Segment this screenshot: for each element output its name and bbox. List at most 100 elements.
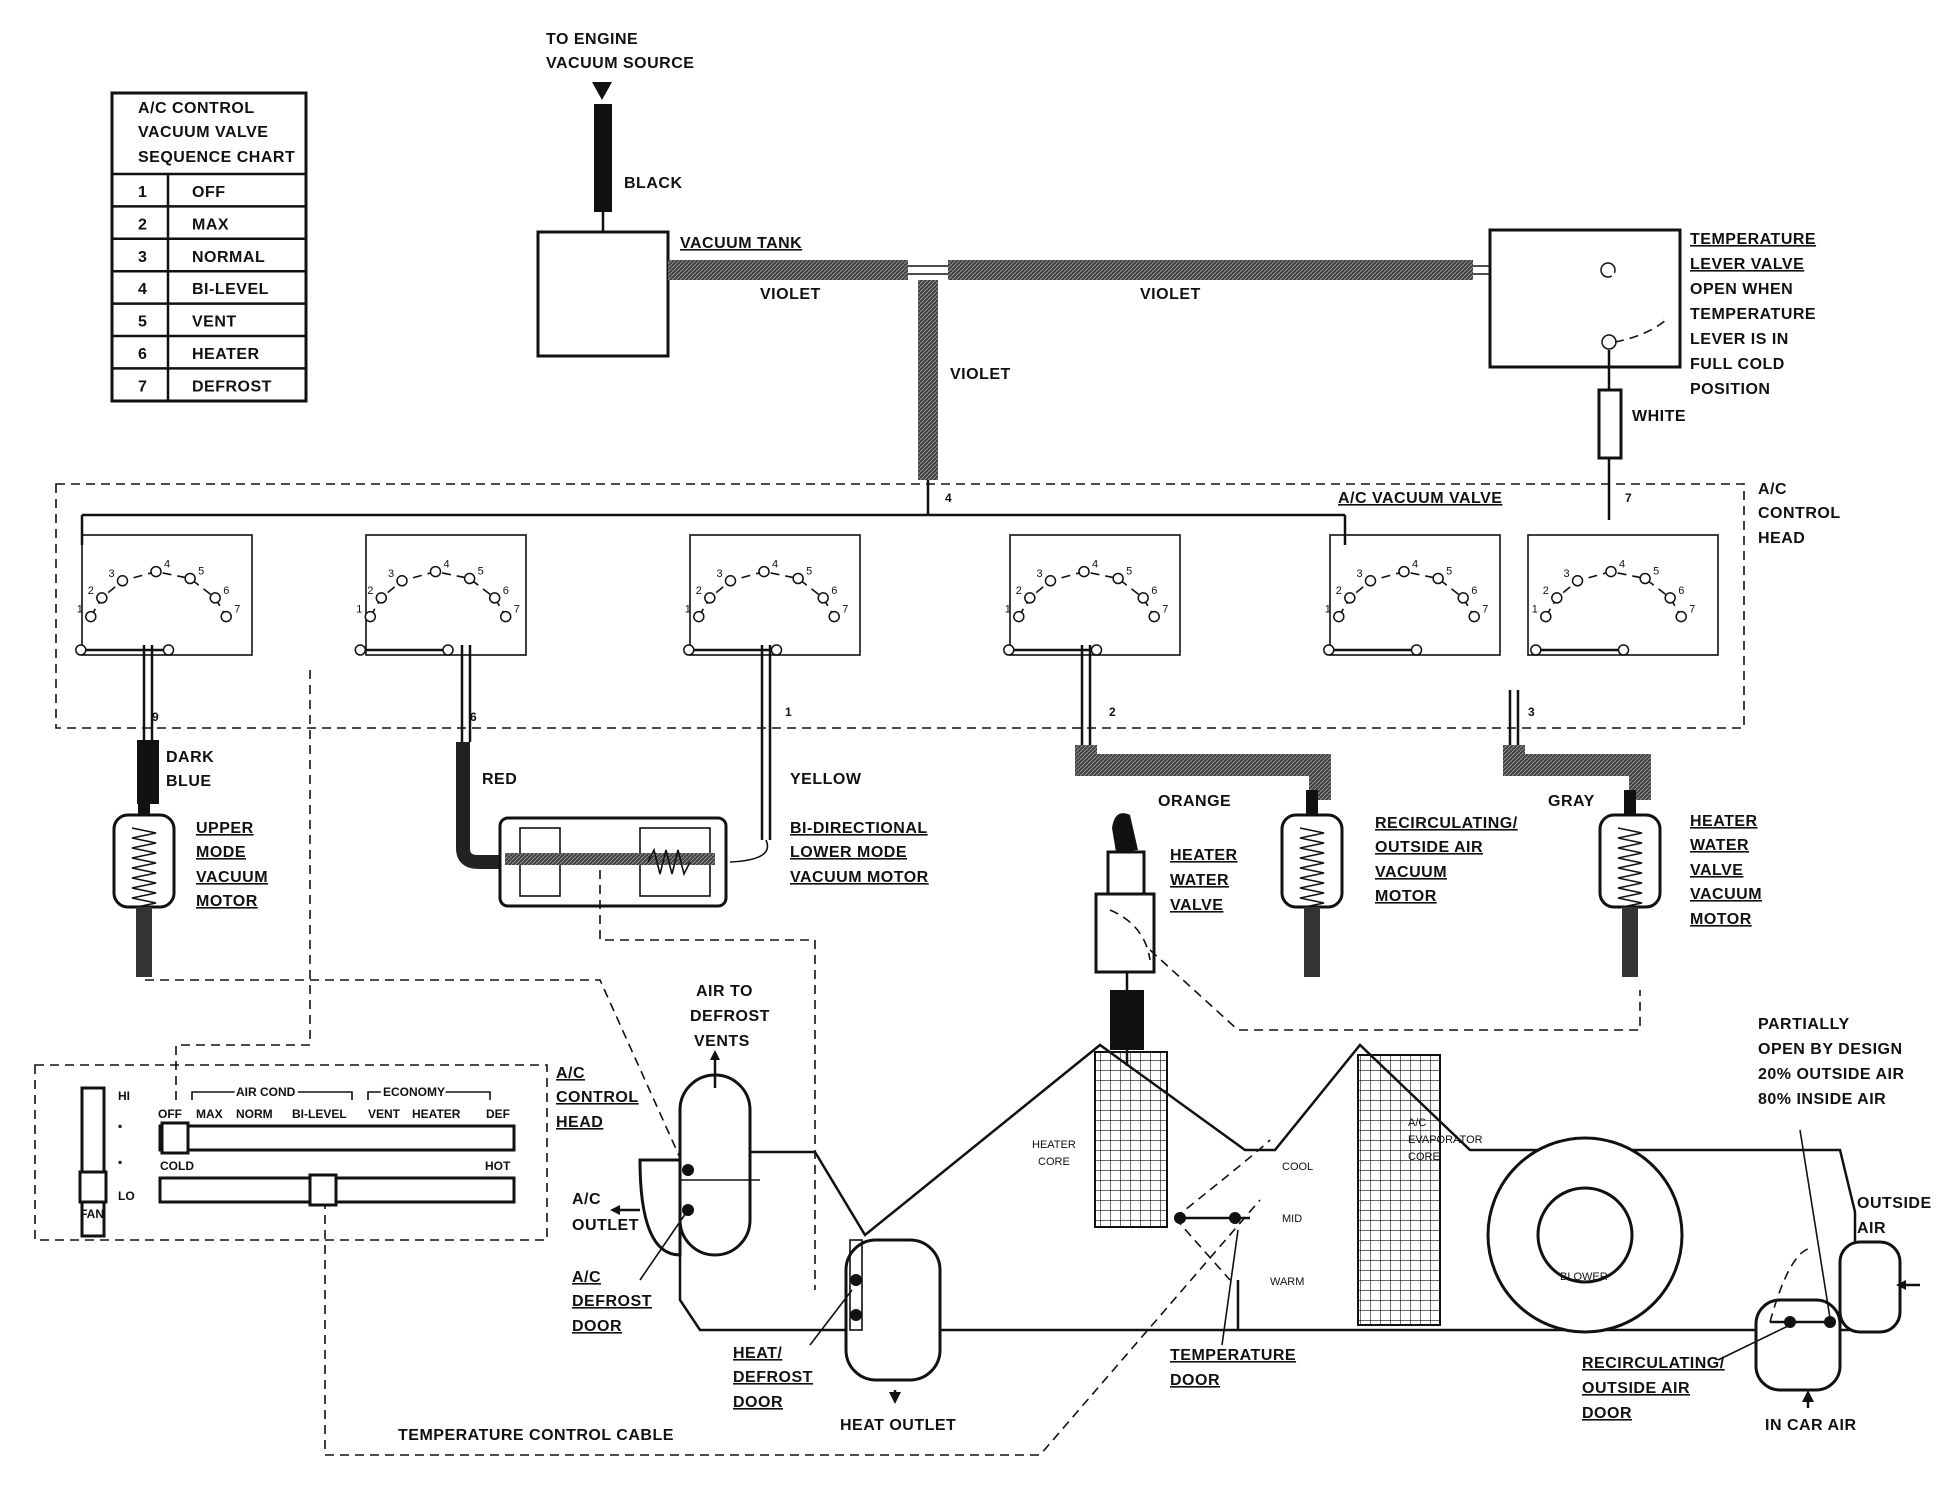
valve-port <box>209 592 221 604</box>
panel-head-label-2: CONTROL <box>556 1089 639 1106</box>
control-head-label-1: A/C <box>1758 481 1787 498</box>
valve-port <box>1432 572 1444 585</box>
lower-mode-label-2: LOWER MODE <box>790 844 907 861</box>
hw-motor-label-3: VALVE <box>1690 862 1743 879</box>
violet-hoses: VIOLET VIOLET VIOLET <box>668 260 1610 480</box>
valve-port-label: 7 <box>234 604 240 616</box>
fan-slider[interactable] <box>78 1170 108 1204</box>
valve-port <box>1013 610 1025 623</box>
chart-row-num: 1 <box>138 184 147 201</box>
valve-port <box>828 610 840 623</box>
ac-outlet-1: A/C <box>572 1191 601 1208</box>
group-economy-label: ECONOMY <box>383 1085 445 1099</box>
arrow-left-icon-2 <box>1896 1280 1906 1290</box>
valve-port-label: 6 <box>223 585 229 597</box>
valve-port <box>1540 610 1552 623</box>
chart-row-num: 6 <box>138 346 147 363</box>
cool-label: COOL <box>1282 1161 1313 1173</box>
valve-port <box>1675 610 1687 623</box>
sequence-chart: A/C CONTROL VACUUM VALVE SEQUENCE CHART … <box>110 91 308 403</box>
recirc-motor-label-2: OUTSIDE AIR <box>1375 839 1483 856</box>
cold-label: COLD <box>160 1159 194 1173</box>
vacuum-tank: VACUUM TANK <box>536 230 802 358</box>
valve-port-label: 7 <box>514 604 520 616</box>
violet-label-1: VIOLET <box>760 286 821 303</box>
valve-port-label: 4 <box>1092 559 1098 571</box>
valve-port-label: 4 <box>1619 559 1625 571</box>
mode-slider-track[interactable] <box>158 1124 516 1152</box>
ac-vacuum-valve: A/C VACUUM VALVE A/C CONTROL HEAD 4 7 12… <box>55 480 1841 729</box>
valve-port <box>1571 575 1584 587</box>
valve-port <box>1148 610 1160 623</box>
recirc-motor-label-3: VACUUM <box>1375 864 1447 881</box>
valve-port <box>1605 565 1617 578</box>
partially-open-2: OPEN BY DESIGN <box>1758 1041 1903 1058</box>
vacuum-motors <box>112 790 1662 977</box>
mode-label: NORM <box>236 1107 273 1121</box>
fan-label: FAN <box>80 1207 104 1221</box>
violet-label-2: VIOLET <box>1140 286 1201 303</box>
valve-port <box>499 610 512 623</box>
lower-mode-motor: BI-DIRECTIONAL LOWER MODE VACUUM MOTOR <box>498 816 928 908</box>
valve-port <box>429 565 442 578</box>
tlv-title-2: LEVER VALVE <box>1690 256 1804 273</box>
evap-label-3: CORE <box>1408 1151 1440 1163</box>
valve-port <box>1457 592 1469 604</box>
valve-port-label: 4 <box>772 559 778 571</box>
linkage-lines <box>145 670 1641 1456</box>
valve-port <box>1344 592 1356 604</box>
ac-defrost-door-3: DOOR <box>572 1318 622 1335</box>
temp-door-label-2: DOOR <box>1170 1372 1220 1389</box>
vacuum-source-line1: TO ENGINE <box>546 31 638 48</box>
valve-port-label: 5 <box>1126 566 1132 578</box>
lower-mode-label-1: BI-DIRECTIONAL <box>790 820 928 837</box>
valve-port-label: 3 <box>388 568 394 580</box>
engine-vacuum-source: TO ENGINE VACUUM SOURCE BLACK <box>546 31 694 232</box>
control-head-label-2: CONTROL <box>1758 505 1841 522</box>
panel-head-label-1: A/C <box>556 1065 585 1082</box>
chart-row-num: 7 <box>138 378 147 395</box>
valve-port <box>220 610 232 623</box>
valve-port <box>375 592 388 604</box>
valve-port <box>792 572 804 585</box>
valve-port-label: 1 <box>685 604 691 616</box>
chart-title-2: VACUUM VALVE <box>138 124 268 141</box>
valve-port <box>1364 575 1377 587</box>
tlv-note-4: FULL COLD <box>1690 356 1785 373</box>
valve-port <box>150 565 162 578</box>
temp-slider-knob[interactable] <box>308 1173 338 1207</box>
partially-open-1: PARTIALLY <box>1758 1016 1850 1033</box>
mode-label: BI-LEVEL <box>292 1107 347 1121</box>
hw-valve-label-2: WATER <box>1170 872 1229 889</box>
recirc-door-1: RECIRCULATING/ <box>1582 1355 1725 1372</box>
port-6-label: 6 <box>470 710 477 724</box>
vacuum-valve-label: A/C VACUUM VALVE <box>1338 490 1502 507</box>
ac-outlet-2: OUTLET <box>572 1217 639 1234</box>
black-hose <box>594 104 612 212</box>
valve-port-label: 6 <box>831 585 837 597</box>
heat-defrost-door-3: DOOR <box>733 1394 783 1411</box>
valve-port-label: 2 <box>367 585 373 597</box>
valve-port-label: 5 <box>478 566 484 578</box>
temp-door-label-1: TEMPERATURE <box>1170 1347 1296 1364</box>
mode-slider-knob[interactable] <box>160 1121 190 1155</box>
recirc-motor-label-1: RECIRCULATING/ <box>1375 815 1518 832</box>
upper-mode-vacuum-motor <box>112 790 176 977</box>
svg-text:▪: ▪ <box>118 1119 122 1133</box>
violet-label-3: VIOLET <box>950 366 1011 383</box>
valve-port <box>396 575 408 587</box>
valve-port <box>1664 592 1676 604</box>
valve-port-label: 6 <box>1151 585 1157 597</box>
mode-label: VENT <box>368 1107 401 1121</box>
valve-port-label: 2 <box>1016 585 1022 597</box>
valve-port-label: 5 <box>1446 566 1452 578</box>
heater-core-label-2: CORE <box>1038 1156 1070 1168</box>
valve-port-label: 3 <box>1564 568 1570 580</box>
partially-open-3: 20% OUTSIDE AIR <box>1758 1066 1905 1083</box>
ac-defrost-door-2: DEFROST <box>572 1293 652 1310</box>
